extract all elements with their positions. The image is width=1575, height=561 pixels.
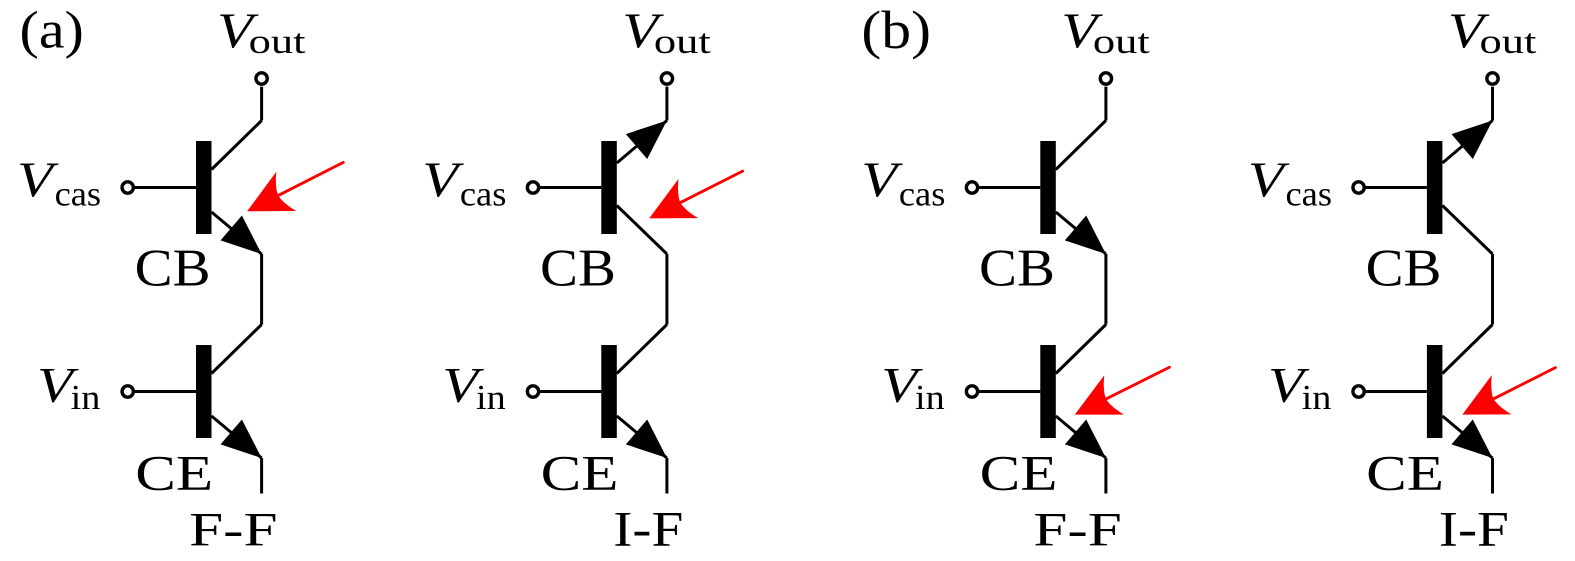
svg-text:V: V <box>1061 3 1104 58</box>
svg-text:CE: CE <box>1366 445 1444 501</box>
svg-text:F-F: F-F <box>1033 504 1121 556</box>
svg-text:V: V <box>622 3 665 58</box>
svg-text:(a): (a) <box>20 1 84 60</box>
svg-text:cas: cas <box>899 175 946 213</box>
svg-text:cas: cas <box>1286 175 1333 213</box>
svg-text:V: V <box>217 3 260 58</box>
svg-text:CB: CB <box>540 240 616 298</box>
svg-text:in: in <box>71 379 101 417</box>
svg-text:CB: CB <box>1366 240 1442 298</box>
svg-text:cas: cas <box>55 175 102 213</box>
svg-text:F-F: F-F <box>189 504 277 556</box>
svg-text:in: in <box>915 379 945 417</box>
svg-text:V: V <box>37 358 80 413</box>
svg-text:I-F: I-F <box>613 500 683 556</box>
svg-text:(b): (b) <box>861 0 931 60</box>
svg-text:V: V <box>442 358 485 413</box>
svg-text:in: in <box>476 379 506 417</box>
svg-text:CE: CE <box>541 445 619 501</box>
svg-text:CB: CB <box>979 240 1055 298</box>
svg-text:CB: CB <box>135 240 211 298</box>
svg-text:in: in <box>1302 379 1332 417</box>
svg-text:V: V <box>1248 152 1291 207</box>
svg-text:out: out <box>249 23 306 61</box>
svg-text:V: V <box>861 152 904 207</box>
svg-text:V: V <box>1268 358 1311 413</box>
svg-text:V: V <box>881 358 924 413</box>
svg-text:CE: CE <box>980 445 1058 501</box>
svg-text:out: out <box>654 23 711 61</box>
svg-text:out: out <box>1480 23 1537 61</box>
svg-text:I-F: I-F <box>1439 500 1509 556</box>
svg-text:CE: CE <box>135 445 213 501</box>
svg-text:V: V <box>1448 3 1491 58</box>
svg-text:V: V <box>422 152 465 207</box>
svg-text:V: V <box>17 152 60 207</box>
svg-text:out: out <box>1093 23 1150 61</box>
svg-text:cas: cas <box>460 175 507 213</box>
